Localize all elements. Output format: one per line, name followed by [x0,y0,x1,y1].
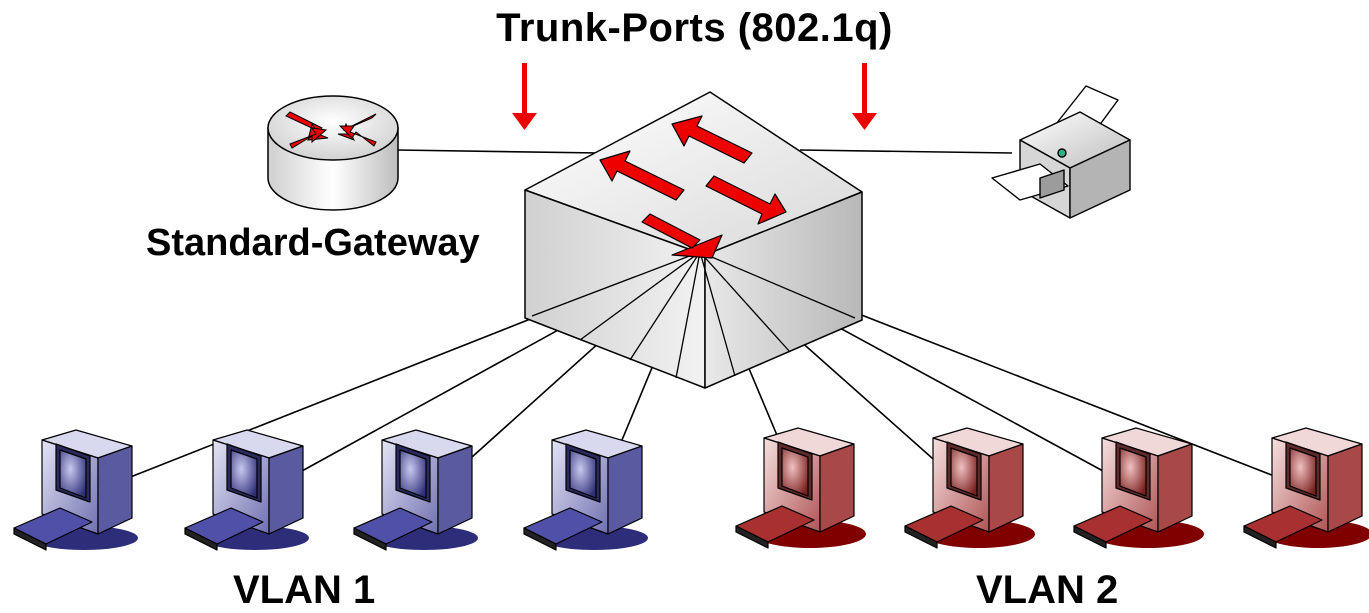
vlan1-pc-1 [13,429,138,551]
vlan1-hosts [13,429,648,551]
link-switch-printer [799,149,1013,154]
gateway-label: Standard-Gateway [146,222,480,264]
vlan1-label: VLAN 1 [233,568,376,612]
vlan2-hosts [735,427,1369,549]
vlan2-label: VLAN 2 [976,568,1119,612]
vlan1-pc-4 [523,429,648,551]
trunk-arrow-right [852,63,877,130]
vlan1-pc-3 [353,429,478,551]
vlan2-pc-2 [904,427,1035,549]
trunk-arrow-left [512,63,537,130]
switch-icon [524,91,863,389]
vlan1-pc-2 [184,429,309,551]
vlan2-pc-4 [1243,427,1369,549]
link-router-switch [396,149,601,154]
vlan2-pc-3 [1073,427,1204,549]
vlan2-pc-1 [735,427,866,549]
printer-icon [991,85,1131,219]
router-icon [267,95,399,211]
diagram-title: Trunk-Ports (802.1q) [496,6,893,50]
